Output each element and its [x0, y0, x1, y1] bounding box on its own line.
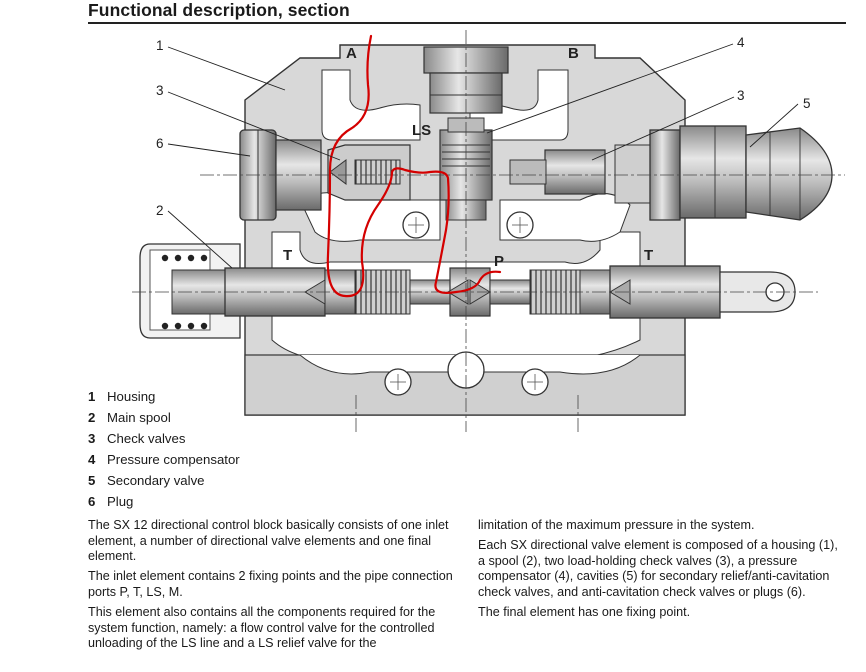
legend-item: 5 Secondary valve [88, 470, 240, 491]
legend-item: 3 Check valves [88, 428, 240, 449]
section-title: Functional description, section [88, 0, 350, 20]
callout-4: 4 [737, 35, 745, 50]
callout-1: 1 [156, 38, 164, 53]
legend-item: 4 Pressure compensator [88, 449, 240, 470]
callout-3-left: 3 [156, 83, 164, 98]
paragraph: This element also contains all the compo… [88, 604, 436, 651]
housing [244, 44, 686, 416]
port-label-t-right: T [644, 247, 653, 264]
check-valve-right [509, 149, 606, 195]
legend-label: Check valves [107, 431, 186, 446]
paragraph: The inlet element contains 2 fixing poin… [88, 569, 453, 599]
legend-item: 1 Housing [88, 386, 240, 407]
secondary-valve [614, 125, 833, 221]
body-column-left: The SX 12 directional control block basi… [88, 518, 460, 656]
port-label-b: B [568, 45, 579, 62]
callout-leaders [167, 43, 799, 269]
title-rule [88, 22, 846, 24]
legend-num: 3 [88, 431, 96, 446]
callout-2: 2 [156, 203, 164, 218]
paragraph: The SX 12 directional control block basi… [88, 518, 449, 564]
body-column-right: limitation of the maximum pressure in th… [478, 518, 840, 625]
paragraph: Each SX directional valve element is com… [478, 538, 838, 599]
port-label-ls: LS [412, 122, 431, 139]
callout-5: 5 [803, 96, 811, 111]
legend-label: Main spool [107, 410, 171, 425]
port-label-a: A [346, 45, 357, 62]
callout-6: 6 [156, 136, 164, 151]
legend-item: 2 Main spool [88, 407, 240, 428]
paragraph: The final element has one fixing point. [478, 604, 691, 619]
legend-label: Pressure compensator [107, 452, 240, 467]
port-label-p: P [494, 253, 504, 270]
centerlines [132, 30, 845, 432]
check-valve-left [327, 144, 411, 201]
paragraph: limitation of the maximum pressure in th… [478, 518, 755, 532]
parts-legend: 1 Housing 2 Main spool 3 Check valves 4 Pres… [88, 386, 240, 512]
legend-num: 1 [88, 389, 96, 404]
legend-num: 6 [88, 494, 96, 509]
callout-3-right: 3 [737, 88, 745, 103]
legend-item: 6 Plug [88, 491, 240, 512]
legend-num: 2 [88, 410, 96, 425]
port-label-t-left: T [283, 247, 292, 264]
legend-label: Housing [107, 389, 156, 404]
legend-label: Plug [107, 494, 134, 509]
legend-label: Secondary valve [107, 473, 205, 488]
legend-num: 5 [88, 473, 96, 488]
legend-num: 4 [88, 452, 96, 467]
